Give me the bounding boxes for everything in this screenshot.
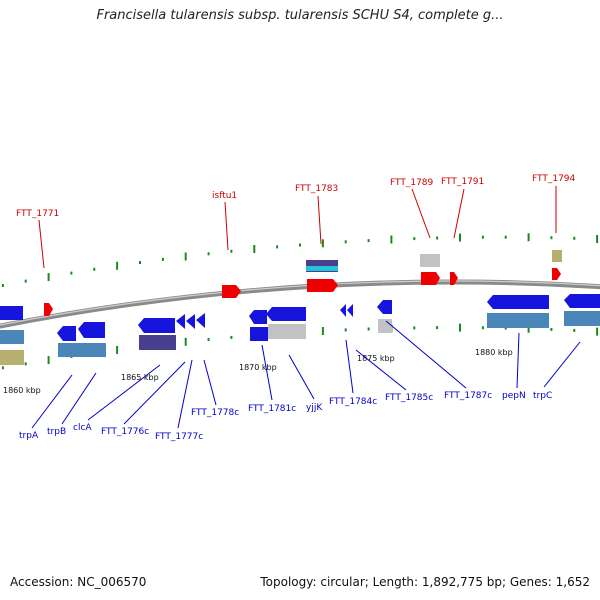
leader-line [123,361,186,425]
leader-line [203,359,217,406]
leader-line [516,332,520,389]
gene-label-ftt1785c[interactable]: FTT_1785c [385,393,433,403]
ruler-label: 1860 kbp [3,386,41,395]
gene-label-ftt1791[interactable]: FTT_1791 [441,177,484,187]
gene-label-ftt1778c[interactable]: FTT_1778c [191,408,239,418]
leader-line [385,320,467,389]
gene-trpc-arrow[interactable] [564,294,600,308]
gene-ftt1789-arrow[interactable] [421,272,440,285]
cds-trpa-steelblue[interactable] [0,330,24,344]
leader-line [355,349,407,391]
gene-label-trpa[interactable]: trpA [19,431,39,441]
gene-ftt1785c-arrow[interactable] [377,300,392,314]
gene-trpa-arrow[interactable] [0,306,23,320]
gene-label-ftt1784c[interactable]: FTT_1784c [329,397,377,407]
forward-features [44,250,562,316]
cds-ftt1781c-blue[interactable] [250,327,268,341]
gene-label-ftt1776c[interactable]: FTT_1776c [101,427,149,437]
gene-ftt1784c-arrow-a[interactable] [340,304,346,317]
forward-scale-ticks [1,233,599,287]
gene-ftt1794-arrow[interactable] [552,268,561,280]
gene-label-pepn[interactable]: pepN [502,391,526,401]
cds-ftt1789-gray[interactable] [420,254,440,267]
ruler-label: 1880 kbp [475,348,513,357]
leader-line [288,354,315,400]
gene-ftt1776c-arrow[interactable] [138,318,175,333]
accession-text: Accession: NC_006570 [10,575,147,589]
cds-pepn-steelblue[interactable] [487,313,549,328]
leader-line [453,188,465,239]
leader-line [345,339,354,394]
cds-trpa-olive[interactable] [0,350,24,365]
leader-line [224,201,229,251]
ruler-label: 1870 kbp [239,363,277,372]
ruler-labels: 1860 kbp 1865 kbp 1870 kbp 1875 kbp 1880… [3,348,513,395]
gene-label-ftt1783[interactable]: FTT_1783 [295,184,338,194]
leader-line [87,364,161,421]
gene-trpb-arrow[interactable] [57,326,76,341]
gene-label-ftt1787c[interactable]: FTT_1787c [444,391,492,401]
ruler-label: 1865 kbp [121,373,159,382]
gene-ftt1777c-arrow-b[interactable] [186,314,195,329]
gene-isftu1-arrow[interactable] [222,285,241,298]
leader-line [31,374,73,429]
gene-label-ftt1777c[interactable]: FTT_1777c [155,432,203,442]
gene-ftt1778c-arrow[interactable] [196,313,205,328]
cds-yjjk-gray[interactable] [268,324,306,339]
leader-line [61,372,97,425]
map-title: Francisella tularensis subsp. tularensis… [96,8,504,23]
cds-ftt1783-cyan[interactable] [306,266,338,271]
gene-clca-arrow[interactable] [78,322,105,338]
gene-label-trpc[interactable]: trpC [533,391,552,401]
forward-labels: FTT_1771 isftu1 FTT_1783 FTT_1789 FTT_17… [16,174,576,269]
leader-line [38,219,45,269]
cds-trpb-steelblue[interactable] [58,343,106,357]
leader-line [411,188,431,239]
cds-ftt1785c-gray[interactable] [378,319,392,333]
cds-ftt1794-olive[interactable] [552,250,562,262]
gene-ftt1784c-arrow-b[interactable] [347,304,353,317]
gene-label-clca[interactable]: clcA [73,423,92,433]
gene-label-isftu1[interactable]: isftu1 [212,191,237,201]
gene-label-ftt1781c[interactable]: FTT_1781c [248,404,296,414]
reverse-labels: trpA trpB clcA FTT_1776c FTT_1777c FTT_1… [19,320,581,442]
gene-ftt1771-arrow[interactable] [44,303,53,316]
leader-line [261,344,273,401]
gene-label-trpb[interactable]: trpB [47,427,66,437]
gene-yjjk-arrow[interactable] [266,307,306,321]
gene-ftt1781c-arrow[interactable] [249,310,267,324]
gene-label-ftt1771[interactable]: FTT_1771 [16,209,59,219]
cds-ftt1776c-purple[interactable] [139,335,176,350]
reverse-features [0,294,600,365]
genome-backbone-highlight [0,280,600,326]
gene-label-yjjk[interactable]: yjjK [306,403,323,413]
leader-line [317,195,322,245]
gene-label-ftt1789[interactable]: FTT_1789 [390,178,434,188]
ruler-label: 1875 kbp [357,354,395,363]
topology-text: Topology: circular; Length: 1,892,775 bp… [260,575,590,589]
gene-ftt1783-arrow[interactable] [307,279,338,292]
genome-backbone [0,279,600,329]
leader-line [543,341,581,388]
cds-trpc-steelblue[interactable] [564,311,600,326]
gene-pepn-arrow[interactable] [487,295,549,309]
gene-label-ftt1794[interactable]: FTT_1794 [532,174,576,184]
gene-ftt1791-arrow[interactable] [450,272,458,285]
gene-ftt1777c-arrow-a[interactable] [176,314,185,329]
leader-line [177,359,193,429]
